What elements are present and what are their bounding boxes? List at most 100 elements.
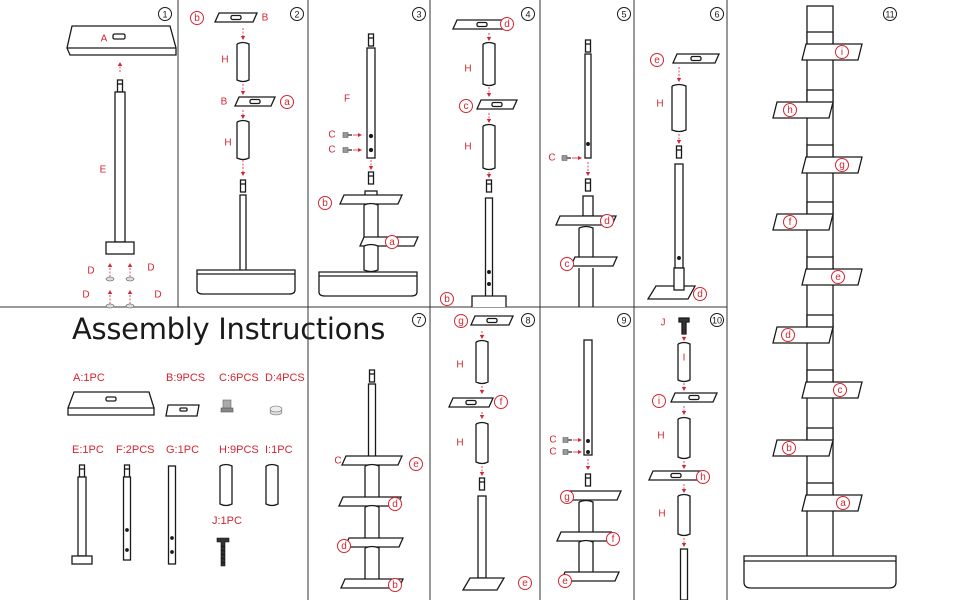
step9-label-g-circle xyxy=(560,490,574,504)
step7-label-d2: d xyxy=(341,541,347,552)
step4-arrow-1-head xyxy=(486,37,492,41)
step8-shelf-e xyxy=(461,577,506,591)
step10-label-H2: H xyxy=(658,509,665,520)
step9-label-f-circle xyxy=(606,532,620,546)
part-C-head xyxy=(220,407,234,413)
step1-arrow-D-2-head xyxy=(107,290,113,294)
step11-tube-seg-8 xyxy=(806,482,834,496)
step6-shelf-e-slot xyxy=(690,55,702,62)
step8-arrow-3-head xyxy=(479,415,485,419)
part-D-pad-top xyxy=(269,405,283,413)
step4-label-c-circle xyxy=(459,99,473,113)
step2-label-a: a xyxy=(284,97,290,108)
step11-shelf-i xyxy=(801,43,863,61)
step10-arrow-1-head xyxy=(681,337,687,341)
step2-label-b-circle xyxy=(190,11,204,25)
step8-arrow-4-head xyxy=(479,472,485,476)
step5-label-d-circle xyxy=(600,214,614,228)
step4-label-H1: H xyxy=(464,64,471,75)
step9-arrow-c2-head xyxy=(578,450,582,454)
part-H-tube xyxy=(219,463,233,507)
step6-arrow-1-head xyxy=(676,78,682,82)
step-1-circle xyxy=(158,7,172,21)
step5-label-C: C xyxy=(548,153,555,164)
page-title: Assembly Instructions xyxy=(72,312,386,346)
step7-label-b: b xyxy=(392,580,398,591)
step9-hole-2 xyxy=(586,450,590,454)
step8-label-f-circle xyxy=(494,395,508,409)
step11-label-f: f xyxy=(789,217,792,228)
step7-tube-2 xyxy=(364,504,380,542)
step2-shelf-b-slot xyxy=(230,14,242,21)
step8-label-f: f xyxy=(500,397,503,408)
step11-label-i-circle xyxy=(835,45,849,59)
step-3-circle xyxy=(412,7,426,21)
step6-label-e-circle xyxy=(650,53,664,67)
step8-label-e-circle xyxy=(518,576,532,590)
step5-arrow-down-head xyxy=(585,172,591,176)
step-number-3: 3 xyxy=(416,10,421,20)
step1-foot-pad-3 xyxy=(125,303,135,309)
step-number-10: 10 xyxy=(712,316,722,326)
step9-peg xyxy=(584,473,592,487)
part-label-D: D:4PCS xyxy=(265,372,305,384)
step1-foot-pad-2 xyxy=(105,303,115,309)
step11-label-h: h xyxy=(787,105,793,116)
step10-arrow-6-head xyxy=(681,543,687,547)
step8-label-H2: H xyxy=(456,438,463,449)
step10-label-J: J xyxy=(661,318,666,329)
step2-tube-H1 xyxy=(236,41,250,83)
step11-label-e-circle xyxy=(831,270,845,284)
step9-tube-1 xyxy=(578,499,594,535)
step-number-7: 7 xyxy=(416,316,421,326)
step4-base-stub xyxy=(471,295,507,307)
step7-label-e: e xyxy=(413,459,419,470)
step6-label-e: e xyxy=(654,55,660,66)
step11-tube-seg-7 xyxy=(806,427,834,441)
step2-arrow-1-head xyxy=(240,36,246,40)
step10-shelf-h-slot xyxy=(670,472,682,479)
step11-label-b-circle xyxy=(782,441,796,455)
step10-label-I: I xyxy=(683,353,686,364)
step11-label-a: a xyxy=(840,498,846,509)
step4-peg xyxy=(485,179,493,193)
step10-bolt-J xyxy=(678,317,690,335)
step1-foot-pad-0 xyxy=(105,276,115,282)
step9-label-e: e xyxy=(562,576,568,587)
step7-label-d1: d xyxy=(392,499,398,510)
step6-label-d: d xyxy=(697,289,703,300)
step10-shelf-i-slot xyxy=(688,394,700,401)
step2-arrow-2-head xyxy=(240,91,246,95)
step2-label-B: B xyxy=(262,13,269,24)
part-J-thread-4 xyxy=(220,561,226,564)
step7-tube-1 xyxy=(364,463,380,501)
step3-pole-F xyxy=(366,47,376,159)
step6-tube-H xyxy=(671,83,687,133)
step2-arrow-3-head xyxy=(240,115,246,119)
step10-label-i-circle xyxy=(652,394,666,408)
step3-shelf-b xyxy=(338,194,404,205)
part-E-foot xyxy=(71,555,93,565)
step9-pole xyxy=(583,339,593,456)
step10-arrow-3-head xyxy=(681,411,687,415)
part-A-board xyxy=(67,391,155,416)
part-G-pole xyxy=(167,465,177,565)
step2-tube-H2 xyxy=(236,119,250,161)
part-label-J: J:1PC xyxy=(212,515,242,527)
part-A-slot xyxy=(105,396,117,402)
step4-label-b-circle xyxy=(440,292,454,306)
step3-label-a: a xyxy=(389,237,395,248)
step8-arrow-1-head xyxy=(479,335,485,339)
step9-tube-2 xyxy=(578,539,594,575)
step6-label-d-circle xyxy=(693,287,707,301)
step3-tube-1 xyxy=(363,202,379,240)
part-label-H: H:9PCS xyxy=(219,444,259,456)
step-number-5: 5 xyxy=(621,10,626,20)
step7-label-C: C xyxy=(334,456,341,467)
step9-label-e-circle xyxy=(558,574,572,588)
step-4-circle xyxy=(521,7,535,21)
step3-screw-1-thread xyxy=(348,134,352,136)
step-11-circle xyxy=(883,7,897,21)
step4-tube-H1 xyxy=(482,41,496,87)
step8-tube-H1 xyxy=(475,339,489,385)
